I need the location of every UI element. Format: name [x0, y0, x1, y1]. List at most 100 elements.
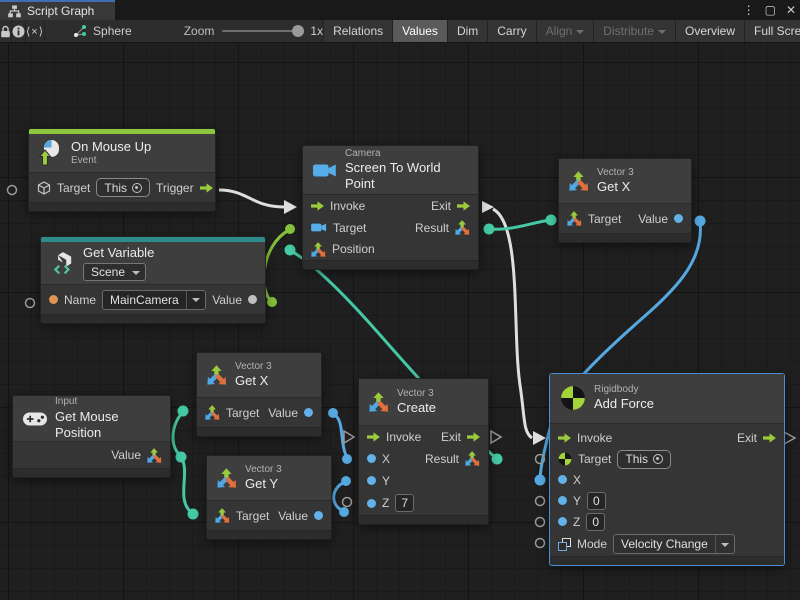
wire-getx-value-to-create-x[interactable]	[332, 412, 349, 459]
value-port[interactable]	[248, 295, 257, 305]
lock-button[interactable]	[0, 20, 12, 42]
flow-arrow-icon[interactable]	[457, 201, 470, 211]
addforce-exit-socket[interactable]	[783, 430, 797, 446]
camera-icon[interactable]	[311, 222, 327, 233]
wire-cap	[694, 215, 706, 227]
object-picker-icon[interactable]	[653, 454, 664, 465]
addforce-target-socket[interactable]	[534, 453, 546, 465]
wire-mousepos-to-getx-target[interactable]	[171, 410, 185, 458]
wire-cap	[341, 476, 351, 486]
node-get-x-top[interactable]: Vector 3 Get X Target Value	[558, 158, 692, 243]
zoom-to-fit-button[interactable]: ⟨×⟩	[26, 20, 46, 42]
addforce-z-socket[interactable]	[534, 516, 546, 528]
node-get-variable[interactable]: Get Variable Scene Name MainCamera Value	[40, 236, 266, 324]
node-category: Vector 3	[397, 387, 434, 399]
node-vector3-create[interactable]: Vector 3 Create Invoke Exit X Result	[358, 378, 489, 525]
node-add-force[interactable]: Rigidbody Add Force Invoke Exit Target T…	[549, 373, 785, 566]
port-label: Exit	[736, 431, 757, 446]
float-port[interactable]	[304, 408, 313, 418]
addforce-y-socket[interactable]	[534, 495, 546, 507]
rigidbody-icon[interactable]	[558, 452, 572, 466]
inspect-button[interactable]	[12, 20, 26, 42]
node-get-x-mid[interactable]: Vector 3 Get X Target Value	[196, 352, 322, 437]
float-port[interactable]	[558, 475, 567, 485]
enum-icon[interactable]	[558, 537, 571, 551]
variable-scope-dropdown[interactable]: Scene	[83, 263, 147, 282]
maximize-icon[interactable]: ▢	[764, 3, 776, 17]
distribute-button[interactable]: Distribute	[593, 20, 675, 42]
y-value-field[interactable]: 0	[587, 491, 606, 510]
flow-arrow-icon[interactable]	[311, 201, 324, 211]
vector3-icon[interactable]	[215, 508, 230, 523]
zoom-slider[interactable]	[222, 25, 305, 37]
rigidbody-icon	[560, 385, 586, 411]
node-screen-to-world-point[interactable]: Camera Screen To World Point Invoke Exit…	[302, 145, 479, 270]
tab-script-graph[interactable]: Script Graph	[0, 0, 115, 20]
wire-cap	[491, 453, 503, 465]
variable-name-dropdown[interactable]: MainCamera	[102, 289, 206, 310]
object-picker-icon[interactable]	[132, 182, 143, 193]
addforce-mode-socket[interactable]	[534, 537, 546, 549]
fullscreen-button[interactable]: Full Screen	[744, 20, 800, 42]
wire-exit-to-addforce-invoke[interactable]	[492, 207, 533, 440]
target-object-field[interactable]: This	[96, 178, 151, 198]
dim-button[interactable]: Dim	[446, 20, 488, 42]
vector3-icon[interactable]	[567, 211, 582, 226]
align-button[interactable]: Align	[535, 20, 594, 42]
onmouseup-target-socket[interactable]	[6, 184, 18, 196]
float-port[interactable]	[367, 476, 376, 486]
float-port[interactable]	[314, 511, 323, 521]
wire-gety-value-to-create-y[interactable]	[332, 480, 347, 513]
node-footer	[303, 260, 478, 269]
graph-reference[interactable]: Sphere	[73, 20, 132, 42]
more-menu-icon[interactable]: ⋮	[742, 3, 755, 17]
node-get-mouse-position[interactable]: Input Get Mouse Position Value	[12, 395, 171, 478]
node-on-mouse-up[interactable]: On Mouse Up Event Target This Trigger	[28, 128, 216, 212]
wire-getx-value-to-addforce-x[interactable]	[538, 221, 702, 479]
wire-trigger-to-invoke[interactable]	[218, 188, 285, 209]
node-footer	[197, 427, 321, 437]
node-title: Screen To World Point	[345, 160, 441, 192]
wire-cap	[267, 297, 277, 307]
values-button[interactable]: Values	[392, 20, 447, 42]
vector3-icon[interactable]	[465, 451, 480, 466]
create-exit-socket[interactable]	[490, 429, 503, 445]
vector3-icon[interactable]	[147, 448, 162, 463]
port-label: Position	[332, 242, 375, 257]
relations-button[interactable]: Relations	[323, 20, 393, 42]
float-port[interactable]	[367, 498, 376, 508]
port-label: Value	[268, 405, 298, 420]
float-port[interactable]	[367, 454, 376, 464]
wire-mousepos-to-gety-target[interactable]	[179, 456, 194, 515]
string-port[interactable]	[49, 295, 58, 305]
float-port[interactable]	[674, 214, 683, 224]
float-port[interactable]	[558, 496, 567, 506]
graph-canvas[interactable]: On Mouse Up Event Target This Trigger	[0, 43, 800, 600]
carry-button[interactable]: Carry	[487, 20, 536, 42]
z-value-field[interactable]: 7	[395, 494, 415, 513]
node-get-y[interactable]: Vector 3 Get Y Target Value	[206, 455, 332, 540]
force-mode-dropdown[interactable]: Velocity Change	[613, 534, 735, 555]
z-value-field[interactable]: 0	[586, 512, 606, 531]
port-label: Target	[57, 180, 91, 195]
flow-arrow-icon[interactable]	[467, 432, 480, 442]
wire-result-to-getx-target[interactable]	[488, 218, 551, 231]
vector3-icon[interactable]	[311, 242, 326, 257]
getvariable-name-socket[interactable]	[24, 297, 36, 309]
flow-arrow-icon[interactable]	[367, 432, 380, 442]
wire-maincamera-to-target[interactable]	[262, 228, 290, 304]
float-port[interactable]	[558, 517, 567, 527]
target-object-field[interactable]: This	[617, 449, 672, 469]
zoom-slider-handle[interactable]	[292, 25, 305, 37]
vector3-icon[interactable]	[205, 405, 220, 420]
overview-button[interactable]: Overview	[674, 20, 744, 42]
close-icon[interactable]: ✕	[785, 3, 796, 17]
flow-arrow-icon[interactable]	[200, 183, 213, 193]
create-invoke-socket[interactable]	[343, 429, 356, 445]
flow-arrow-icon[interactable]	[558, 433, 571, 443]
wire-cap	[545, 214, 557, 226]
create-z-socket[interactable]	[341, 496, 353, 508]
camera-exit-socket[interactable]	[482, 201, 494, 213]
vector3-icon[interactable]	[455, 220, 470, 235]
flow-arrow-icon[interactable]	[763, 433, 776, 443]
